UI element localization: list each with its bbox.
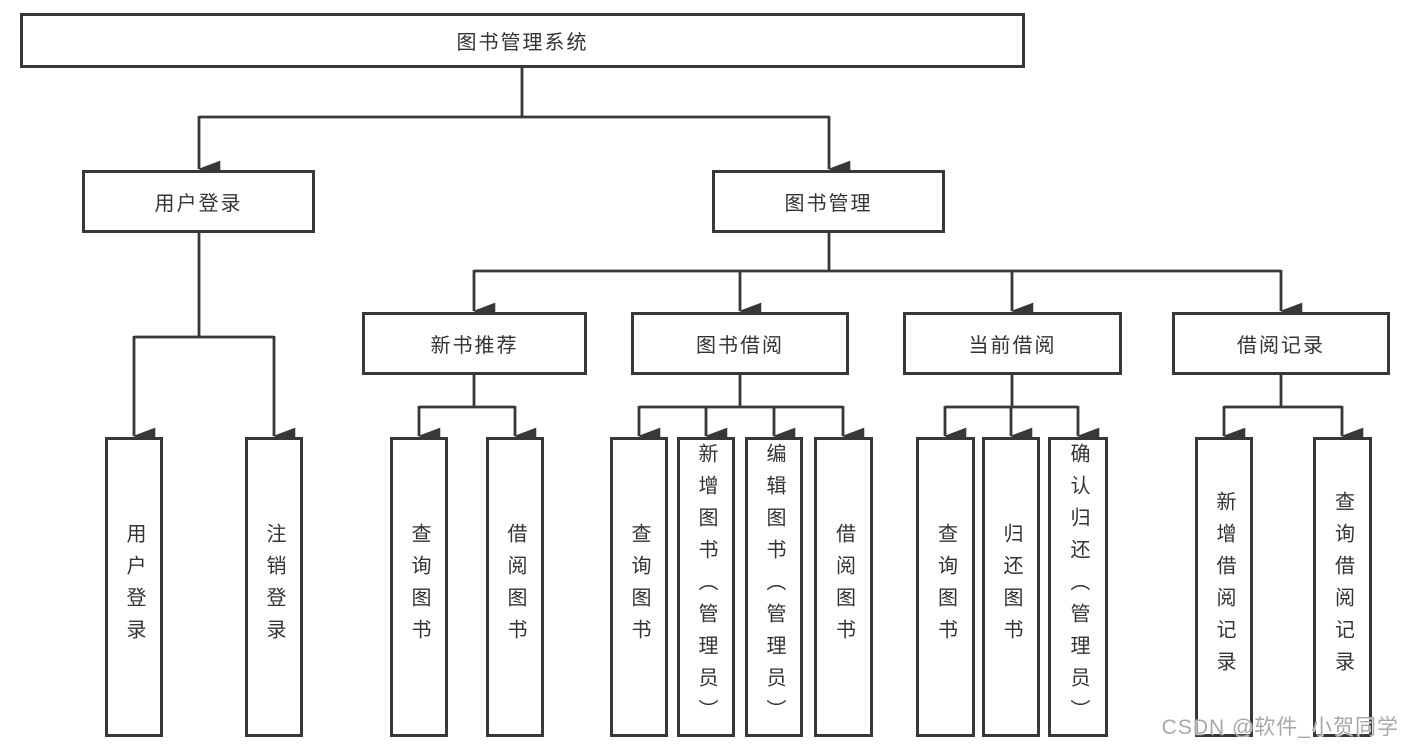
node-user-login: 用户登录 <box>82 170 315 233</box>
node-label: 图书借阅 <box>696 335 784 357</box>
leaf-confirm-return-admin: 确认归还（管理员） <box>1048 437 1108 737</box>
connector-root-trunk <box>199 68 829 119</box>
node-label: 图书管理 <box>784 193 873 215</box>
connector-current-borrow-trunk <box>945 375 1078 409</box>
leaf-borrow-books-recommend: 借阅图书 <box>486 437 544 737</box>
node-label: 注销登录 <box>263 523 285 651</box>
leaf-logout: 注销登录 <box>245 437 303 737</box>
leaf-query-books-recommend: 查询图书 <box>390 437 448 737</box>
node-label: 查询图书 <box>934 523 957 651</box>
leaf-add-books-admin: 新增图书（管理员） <box>677 437 735 737</box>
leaf-borrow-books: 借阅图书 <box>814 437 873 737</box>
leaf-user-login: 用户登录 <box>105 437 163 737</box>
csdn-watermark: CSDN @软件_小贺同学 <box>1161 716 1399 739</box>
node-current-borrow: 当前借阅 <box>903 312 1122 375</box>
node-label: 当前借阅 <box>968 335 1057 357</box>
connector-new-book-trunk <box>419 375 515 409</box>
node-label: 用户登录 <box>154 193 243 215</box>
node-label: 图书管理系统 <box>456 32 589 54</box>
node-new-book-recommend: 新书推荐 <box>362 312 587 375</box>
leaf-add-borrow-record: 新增借阅记录 <box>1195 437 1253 737</box>
node-label: 借阅图书 <box>832 523 855 651</box>
connector-borrow-record-trunk <box>1224 375 1342 409</box>
connector-book-management-trunk <box>474 233 1281 273</box>
leaf-edit-books-admin: 编辑图书（管理员） <box>745 437 803 737</box>
connector-book-borrow-trunk <box>639 375 843 409</box>
node-label: 借阅图书 <box>504 523 526 651</box>
node-library-management-system: 图书管理系统 <box>20 13 1025 68</box>
leaf-return-books: 归还图书 <box>982 437 1040 737</box>
leaf-query-books-borrow: 查询图书 <box>610 437 668 737</box>
node-label: 查询图书 <box>628 523 650 651</box>
node-borrow-record: 借阅记录 <box>1172 312 1390 375</box>
node-label: 查询借阅记录 <box>1331 491 1354 683</box>
connector-user-login-trunk <box>134 233 274 339</box>
leaf-query-borrow-record: 查询借阅记录 <box>1313 437 1372 737</box>
node-label: 确认归还（管理员） <box>1067 443 1089 731</box>
node-label: 查询图书 <box>408 523 430 651</box>
node-label: 新增图书（管理员） <box>695 443 717 731</box>
leaf-query-books-current: 查询图书 <box>916 437 975 737</box>
node-label: 编辑图书（管理员） <box>763 443 785 731</box>
node-label: 归还图书 <box>1000 523 1022 651</box>
node-label: 新增借阅记录 <box>1213 491 1235 683</box>
node-book-management: 图书管理 <box>712 170 945 233</box>
node-label: 新书推荐 <box>430 335 519 357</box>
node-book-borrow: 图书借阅 <box>631 312 849 375</box>
node-label: 用户登录 <box>123 523 145 651</box>
node-label: 借阅记录 <box>1237 335 1325 357</box>
